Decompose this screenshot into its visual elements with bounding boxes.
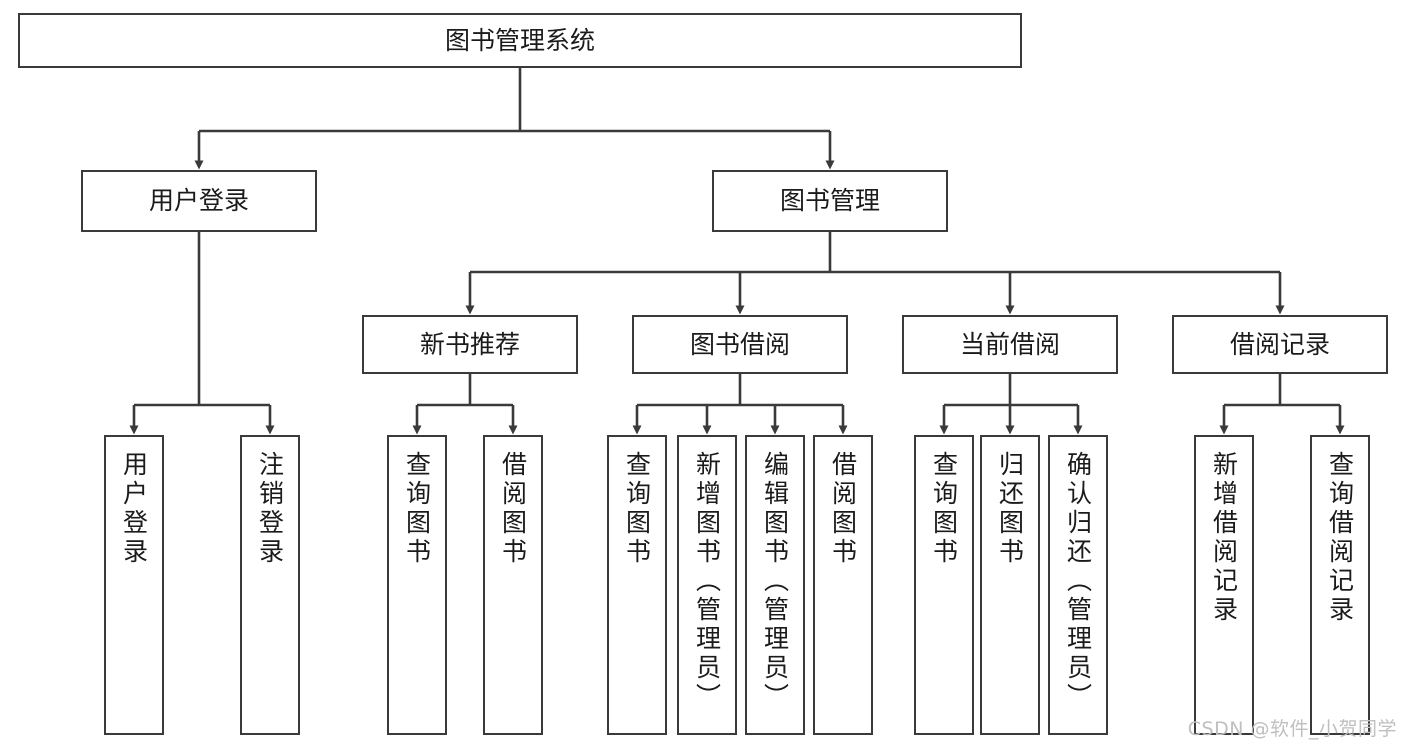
node-user-login[interactable]: 用户登录 [81, 170, 317, 232]
node-borrow-record[interactable]: 借阅记录 [1172, 315, 1388, 374]
leaf-add-book-admin[interactable]: 新增图书（管理员） [677, 435, 737, 735]
node-label: 图书借阅 [689, 329, 790, 359]
leaf-logout[interactable]: 注销登录 [240, 435, 300, 735]
node-new-book-recommend[interactable]: 新书推荐 [362, 315, 578, 374]
leaf-confirm-return-admin[interactable]: 确认归还（管理员） [1048, 435, 1108, 735]
leaf-query-book-borrow[interactable]: 查询图书 [607, 435, 667, 735]
node-label: 当前借阅 [959, 329, 1060, 359]
leaf-borrow-book[interactable]: 借阅图书 [813, 435, 873, 735]
node-label: 注销登录 [255, 451, 285, 567]
node-label: 借阅图书 [828, 451, 858, 567]
node-label: 用户登录 [148, 186, 249, 216]
node-label: 编辑图书（管理员） [760, 451, 790, 712]
node-book-management[interactable]: 图书管理 [712, 170, 948, 232]
node-label: 查询图书 [402, 451, 432, 567]
node-book-borrow[interactable]: 图书借阅 [632, 315, 848, 374]
node-label: 查询借阅记录 [1325, 451, 1355, 625]
node-root-book-management-system[interactable]: 图书管理系统 [18, 13, 1022, 68]
node-label: 图书管理 [779, 186, 880, 216]
node-label: 新书推荐 [419, 329, 520, 359]
node-label: 新增图书（管理员） [692, 451, 722, 712]
csdn-watermark: CSDN @软件_小贺同学 [1187, 718, 1397, 740]
node-label: 查询图书 [929, 451, 959, 567]
node-label: 查询图书 [622, 451, 652, 567]
leaf-return-book[interactable]: 归还图书 [980, 435, 1040, 735]
node-label: 归还图书 [995, 451, 1025, 567]
node-label: 图书管理系统 [444, 25, 595, 55]
node-label: 借阅图书 [498, 451, 528, 567]
leaf-edit-book-admin[interactable]: 编辑图书（管理员） [745, 435, 805, 735]
node-label: 新增借阅记录 [1209, 451, 1239, 625]
node-label: 用户登录 [119, 451, 149, 567]
leaf-query-book-recommend[interactable]: 查询图书 [387, 435, 447, 735]
node-current-borrow[interactable]: 当前借阅 [902, 315, 1118, 374]
leaf-add-borrow-record[interactable]: 新增借阅记录 [1194, 435, 1254, 735]
node-label: 确认归还（管理员） [1063, 451, 1093, 712]
leaf-user-login[interactable]: 用户登录 [104, 435, 164, 735]
leaf-query-borrow-record[interactable]: 查询借阅记录 [1310, 435, 1370, 735]
node-label: 借阅记录 [1229, 329, 1330, 359]
leaf-query-book-current[interactable]: 查询图书 [914, 435, 974, 735]
leaf-borrow-book-recommend[interactable]: 借阅图书 [483, 435, 543, 735]
